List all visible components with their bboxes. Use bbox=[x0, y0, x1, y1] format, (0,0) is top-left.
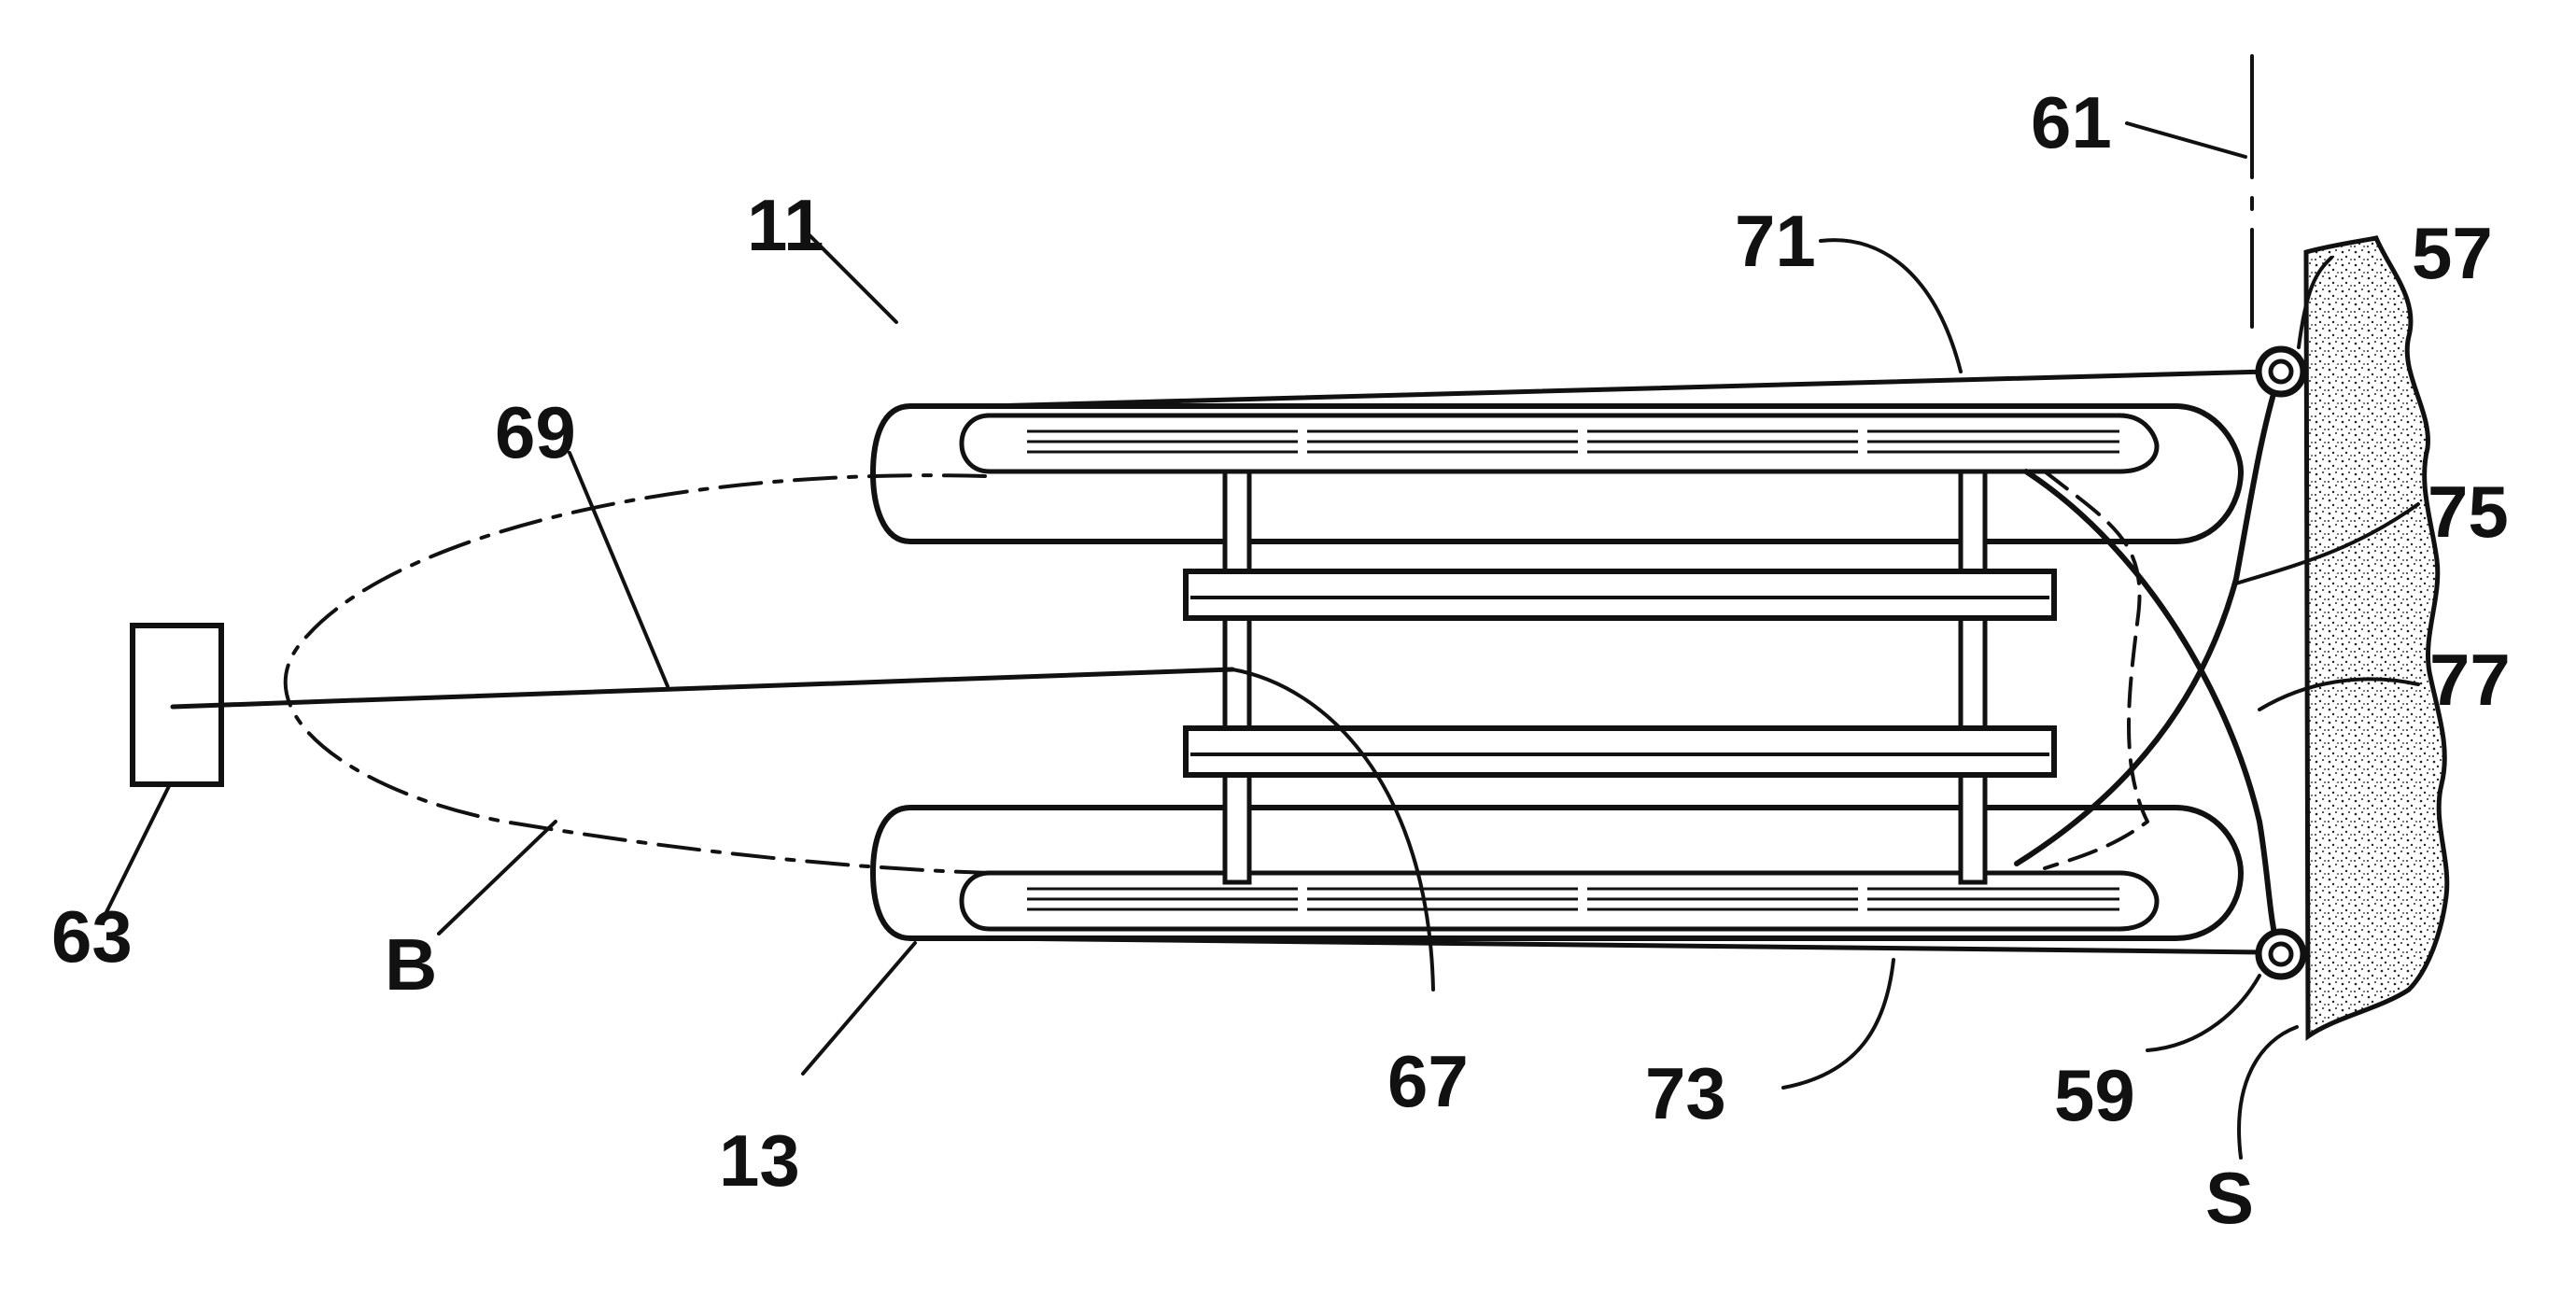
cable-71 bbox=[990, 372, 2269, 406]
pulley-57 bbox=[2259, 349, 2303, 394]
label-71: 71 bbox=[1735, 200, 1816, 282]
pontoon-13 bbox=[873, 808, 2241, 938]
support-posts bbox=[1225, 471, 1985, 882]
label-61: 61 bbox=[2031, 81, 2112, 163]
label-11: 11 bbox=[747, 184, 823, 266]
label-59: 59 bbox=[2054, 1054, 2135, 1136]
label-s: S bbox=[2205, 1157, 2254, 1239]
label-13: 13 bbox=[719, 1119, 800, 1202]
pontoon-11 bbox=[873, 406, 2241, 542]
cross-beams bbox=[1186, 571, 2054, 775]
leader-lines bbox=[103, 123, 2418, 1158]
label-63: 63 bbox=[51, 895, 133, 978]
envelope-b bbox=[286, 475, 1531, 873]
reference-labels: 61 57 71 11 69 75 77 63 B 67 73 59 13 S bbox=[51, 81, 2511, 1239]
tether-69 bbox=[173, 669, 1232, 707]
label-73: 73 bbox=[1645, 1052, 1726, 1134]
pulley-59 bbox=[2259, 932, 2303, 977]
label-75: 75 bbox=[2428, 471, 2509, 553]
label-67: 67 bbox=[1387, 1040, 1469, 1122]
label-69: 69 bbox=[495, 391, 576, 473]
label-b: B bbox=[385, 923, 437, 1006]
label-57: 57 bbox=[2412, 212, 2493, 294]
shore-wall bbox=[2306, 238, 2447, 1036]
label-77: 77 bbox=[2429, 639, 2511, 721]
